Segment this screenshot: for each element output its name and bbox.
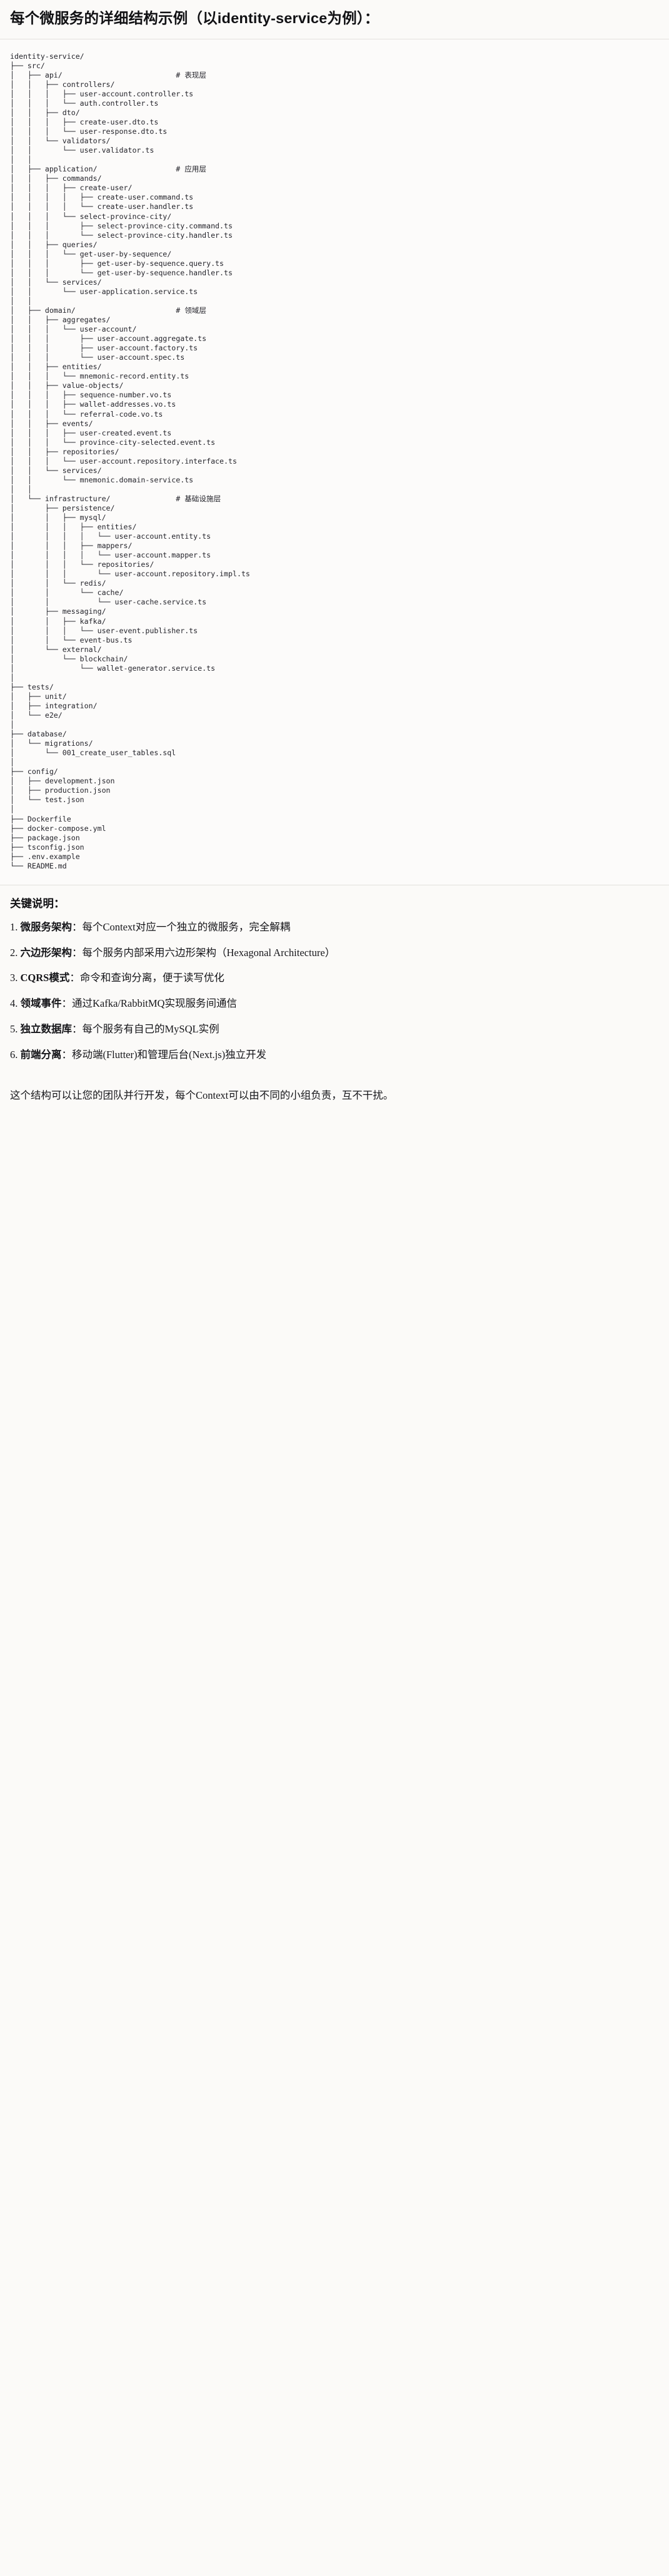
list-item-separator: ： [72, 1022, 83, 1035]
code-block-directory-tree: identity-service/ ├── src/ │ ├── api/ # … [0, 39, 669, 885]
list-item-description: 通过Kafka/RabbitMQ实现服务间通信 [72, 997, 237, 1010]
directory-tree-text[interactable]: identity-service/ ├── src/ │ ├── api/ # … [10, 51, 250, 870]
list-item-number: 2. [10, 946, 18, 959]
list-item: 6. 前端分离：移动端(Flutter)和管理后台(Next.js)独立开发 [10, 1047, 659, 1063]
list-item-description: 移动端(Flutter)和管理后台(Next.js)独立开发 [72, 1048, 267, 1061]
list-item-separator: ： [61, 1048, 73, 1061]
list-item: 5. 独立数据库：每个服务有自己的MySQL实例 [10, 1022, 659, 1037]
list-item-description: 命令和查询分离，便于读写优化 [79, 972, 224, 984]
list-item-term: 独立数据库 [20, 1022, 73, 1035]
list-item-separator: ： [72, 920, 83, 933]
page-title: 每个微服务的详细结构示例（以identity-service为例）： [10, 10, 380, 26]
list-item-term: 前端分离 [20, 1048, 62, 1061]
list-item-number: 6. [10, 1048, 18, 1061]
list-item-term: CQRS模式 [20, 972, 70, 984]
list-item-description: 每个服务有自己的MySQL实例 [82, 1022, 219, 1035]
key-points-list: 1. 微服务架构：每个Context对应一个独立的微服务，完全解耦 2. 六边形… [10, 920, 659, 1063]
list-item: 2. 六边形架构：每个服务内部采用六边形架构（Hexagonal Archite… [10, 945, 659, 961]
list-item-term: 领域事件 [20, 997, 62, 1010]
list-item: 3. CQRS模式：命令和查询分离，便于读写优化 [10, 970, 659, 986]
closing-paragraph: 这个结构可以让您的团队并行开发，每个Context可以由不同的小组负责，互不干扰… [10, 1089, 394, 1102]
list-item-description: 每个服务内部采用六边形架构（Hexagonal Architecture） [82, 946, 336, 959]
list-item-number: 3. [10, 972, 18, 984]
list-item-separator: ： [72, 946, 83, 959]
list-item-number: 5. [10, 1022, 18, 1035]
list-item-separator: ： [69, 972, 80, 984]
list-item-term: 六边形架构 [20, 946, 73, 959]
list-item-term: 微服务架构 [20, 920, 73, 933]
key-points-title: 关键说明： [10, 897, 65, 910]
list-item-number: 4. [10, 997, 18, 1010]
key-points-section: 关键说明： 1. 微服务架构：每个Context对应一个独立的微服务，完全解耦 … [0, 885, 669, 1079]
document-page: 每个微服务的详细结构示例（以identity-service为例）： ident… [0, 0, 669, 1112]
list-item: 1. 微服务架构：每个Context对应一个独立的微服务，完全解耦 [10, 920, 659, 935]
list-item-description: 每个Context对应一个独立的微服务，完全解耦 [82, 920, 291, 933]
list-item-separator: ： [61, 997, 73, 1010]
list-item: 4. 领域事件：通过Kafka/RabbitMQ实现服务间通信 [10, 996, 659, 1012]
list-item-number: 1. [10, 920, 18, 933]
